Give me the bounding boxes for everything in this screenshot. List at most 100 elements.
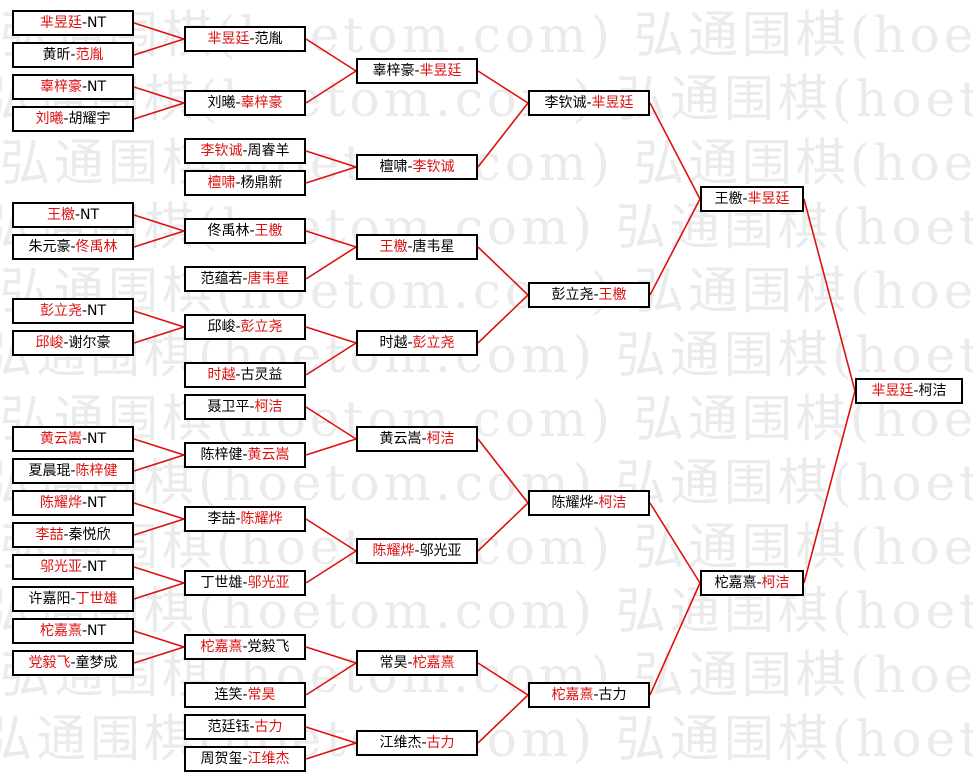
player-a-name: 芈昱廷 — [207, 31, 250, 47]
match-box-round-1: 邬光亚-NT — [12, 554, 134, 580]
player-b-name: 陈梓健 — [75, 463, 118, 479]
connector-line — [305, 518, 357, 552]
match-box-round-2: 聂卫平-柯洁 — [184, 394, 306, 420]
player-a-name: 柁嘉熹 — [39, 623, 82, 639]
connector-line — [305, 230, 357, 248]
player-b-name: 柯洁 — [426, 431, 455, 447]
connector-line — [477, 70, 529, 104]
player-a-name: 范蕴若 — [200, 271, 243, 287]
connector-line — [803, 390, 856, 584]
match-box-round-4: 陈耀烨-柯洁 — [528, 490, 650, 516]
player-a-name: 彭立尧 — [551, 287, 594, 303]
connector-line — [477, 246, 529, 296]
connector-line — [477, 502, 529, 552]
match-box-round-1: 彭立尧-NT — [12, 298, 134, 324]
player-b-name: 彭立尧 — [412, 335, 455, 351]
player-b-name: 童梦成 — [75, 655, 118, 671]
player-a-name: 黄云嵩 — [39, 431, 82, 447]
connector-line — [305, 326, 357, 344]
match-box-round-1: 邱峻-谢尔豪 — [12, 330, 134, 356]
separator: - — [421, 735, 427, 751]
player-b-name: 王檄 — [254, 223, 283, 239]
match-box-round-2: 佟禹林-王檄 — [184, 218, 306, 244]
player-b-name: 柯洁 — [254, 399, 283, 415]
match-box-round-3: 江维杰-古力 — [356, 730, 478, 756]
player-b-name: NT — [87, 431, 107, 447]
player-a-name: 常昊 — [379, 655, 408, 671]
player-a-name: 陈耀烨 — [39, 495, 82, 511]
separator: - — [756, 575, 762, 591]
separator: - — [407, 335, 413, 351]
player-a-name: 王檄 — [379, 239, 408, 255]
separator: - — [593, 687, 599, 703]
match-box-round-3: 王檄-唐韦星 — [356, 234, 478, 260]
player-b-name: 芈昱廷 — [419, 63, 462, 79]
separator: - — [235, 95, 241, 111]
player-b-name: NT — [87, 303, 107, 319]
player-b-name: NT — [87, 79, 107, 95]
separator: - — [242, 575, 248, 591]
separator: - — [63, 335, 69, 351]
player-a-name: 彭立尧 — [39, 303, 82, 319]
player-b-name: 陈耀烨 — [240, 511, 283, 527]
connector-line — [305, 166, 357, 184]
player-a-name: 黄昕 — [42, 47, 71, 63]
connector-line — [133, 454, 185, 472]
player-a-name: 柁嘉熹 — [714, 575, 757, 591]
player-a-name: 陈耀烨 — [372, 543, 415, 559]
player-b-name: 江维杰 — [247, 751, 290, 767]
player-a-name: 李钦诚 — [200, 143, 243, 159]
player-a-name: 周贺玺 — [200, 751, 243, 767]
connector-line — [305, 406, 357, 440]
match-box-round-1: 夏晨琨-陈梓健 — [12, 458, 134, 484]
separator: - — [249, 223, 255, 239]
player-a-name: 范廷钰 — [207, 719, 250, 735]
match-box-round-1: 朱元豪-佟禹林 — [12, 234, 134, 260]
separator: - — [249, 31, 255, 47]
connector-line — [477, 102, 529, 168]
match-box-round-3: 时越-彭立尧 — [356, 330, 478, 356]
match-box-round-4: 柁嘉熹-古力 — [528, 682, 650, 708]
connector-line — [133, 582, 185, 600]
connector-line — [133, 502, 185, 520]
separator: - — [70, 47, 76, 63]
match-box-round-1: 许嘉阳-丁世雄 — [12, 586, 134, 612]
player-a-name: 李钦诚 — [544, 95, 587, 111]
match-box-round-2: 连笑-常昊 — [184, 682, 306, 708]
separator: - — [74, 207, 81, 223]
connector-line — [477, 294, 529, 344]
connector-line — [649, 198, 701, 296]
player-a-name: 佟禹林 — [207, 223, 250, 239]
player-b-name: 胡耀宇 — [68, 111, 111, 127]
separator: - — [70, 655, 76, 671]
player-a-name: 芈昱廷 — [871, 383, 914, 399]
connector-line — [133, 630, 185, 648]
connector-line — [649, 102, 701, 200]
match-box-round-6: 芈昱廷-柯洁 — [855, 378, 963, 404]
connector-line — [305, 742, 357, 760]
player-a-name: 辜梓豪 — [39, 79, 82, 95]
player-b-name: 杨鼎新 — [240, 175, 283, 191]
connector-line — [305, 646, 357, 664]
player-b-name: NT — [87, 623, 107, 639]
player-a-name: 檀啸 — [207, 175, 236, 191]
player-b-name: 秦悦欣 — [68, 527, 111, 543]
player-a-name: 黄云嵩 — [379, 431, 422, 447]
connector-line — [803, 198, 856, 392]
player-a-name: 夏晨琨 — [28, 463, 71, 479]
connector-line — [133, 566, 185, 584]
match-box-round-2: 丁世雄-邬光亚 — [184, 570, 306, 596]
player-a-name: 芈昱廷 — [39, 15, 82, 31]
separator: - — [242, 271, 248, 287]
match-box-round-2: 陈梓健-黄云嵩 — [184, 442, 306, 468]
match-box-round-1: 陈耀烨-NT — [12, 490, 134, 516]
player-a-name: 刘曦 — [207, 95, 236, 111]
player-a-name: 柁嘉熹 — [551, 687, 594, 703]
player-a-name: 邬光亚 — [39, 559, 82, 575]
player-b-name: NT — [80, 207, 100, 223]
player-a-name: 许嘉阳 — [28, 591, 71, 607]
separator: - — [586, 95, 592, 111]
player-b-name: 王檄 — [598, 287, 627, 303]
match-box-round-1: 柁嘉熹-NT — [12, 618, 134, 644]
separator: - — [414, 543, 420, 559]
